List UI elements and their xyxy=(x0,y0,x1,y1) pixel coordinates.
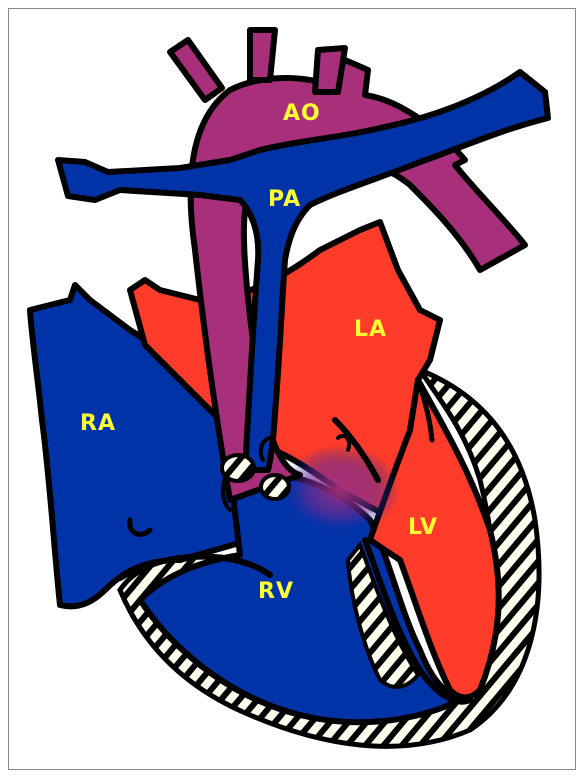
aorta-branch-3 xyxy=(315,48,345,92)
label-left-atrium: LA xyxy=(354,317,387,342)
label-pulmonary-artery: PA xyxy=(268,187,301,212)
pulmonary-valve-left xyxy=(222,455,254,481)
aorta-branch-2 xyxy=(250,30,275,80)
label-left-ventricle: LV xyxy=(408,515,438,540)
pulmonary-valve-right xyxy=(261,475,289,499)
label-aorta: AO xyxy=(283,101,321,126)
label-right-atrium: RA xyxy=(80,411,116,436)
septal-mixing-zone xyxy=(280,445,400,535)
label-right-ventricle: RV xyxy=(258,579,294,604)
aorta-branch-1 xyxy=(170,40,222,100)
